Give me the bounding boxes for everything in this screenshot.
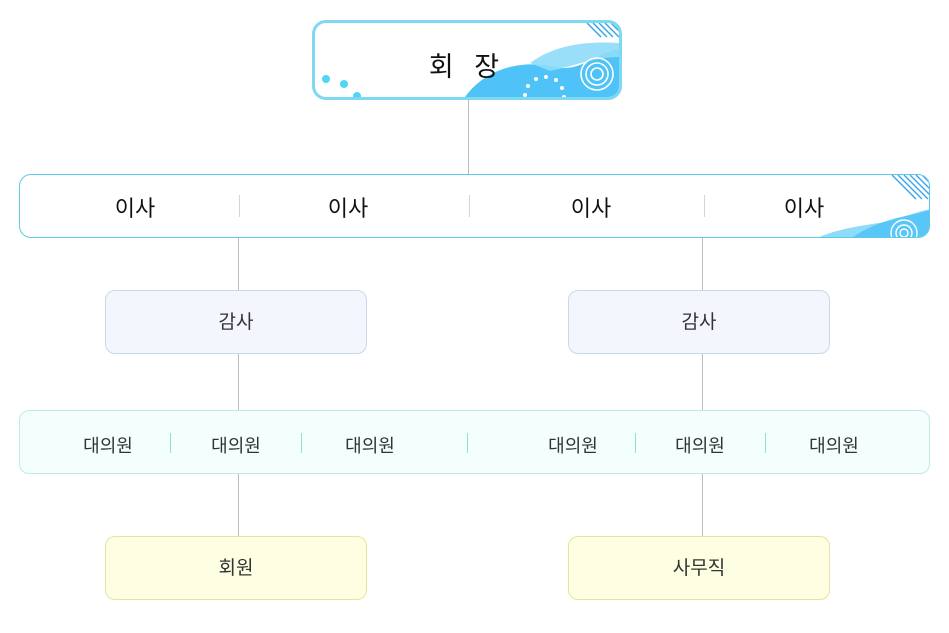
directors-wave-decoration: [819, 175, 929, 237]
connector-chair-directors: [468, 100, 469, 174]
director-label: 이사: [114, 197, 156, 222]
delegate-label: 대의원: [809, 436, 859, 457]
delegate-label: 대의원: [83, 436, 133, 457]
delegate-label: 대의원: [211, 436, 261, 457]
delegate-label: 대의원: [675, 436, 725, 457]
connector-directors-auditor-right: [702, 238, 703, 290]
delegate-divider: [467, 433, 468, 453]
connector-delegates-bottom-right: [702, 474, 703, 536]
delegate-label: 대의원: [345, 436, 395, 457]
director-label: 이사: [327, 197, 369, 222]
director-divider: [704, 195, 705, 217]
director-divider: [239, 195, 240, 217]
delegate-divider: [170, 433, 171, 453]
dotted-arc-icon: [523, 75, 566, 97]
delegate-divider: [765, 433, 766, 453]
auditor-box-right: 감사: [568, 290, 830, 354]
chairman-label: 회 장: [428, 52, 506, 83]
stripe-pattern-icon: [586, 23, 619, 38]
director-divider: [469, 195, 470, 217]
delegates-bar: 대의원 대의원 대의원 대의원 대의원 대의원: [19, 410, 930, 474]
connector-auditor-delegates-right: [702, 354, 703, 410]
connector-directors-auditor-left: [238, 238, 239, 290]
chairman-wave-decoration: [322, 23, 619, 97]
stripe-pattern-icon: [891, 175, 929, 200]
connector-auditor-delegates-left: [238, 354, 239, 410]
member-box: 회원: [105, 536, 367, 600]
delegate-label: 대의원: [548, 436, 598, 457]
directors-bar: 이사 이사 이사 이사: [19, 174, 930, 238]
office-staff-box: 사무직: [568, 536, 830, 600]
director-label: 이사: [783, 197, 825, 222]
chairman-box: 회 장: [312, 20, 622, 100]
concentric-circles-icon: [890, 219, 918, 237]
director-label: 이사: [570, 197, 612, 222]
connector-delegates-bottom-left: [238, 474, 239, 536]
auditor-box-left: 감사: [105, 290, 367, 354]
delegate-divider: [635, 433, 636, 453]
concentric-circles-icon: [580, 57, 614, 91]
delegate-divider: [301, 433, 302, 453]
dots-icon: [322, 75, 361, 97]
